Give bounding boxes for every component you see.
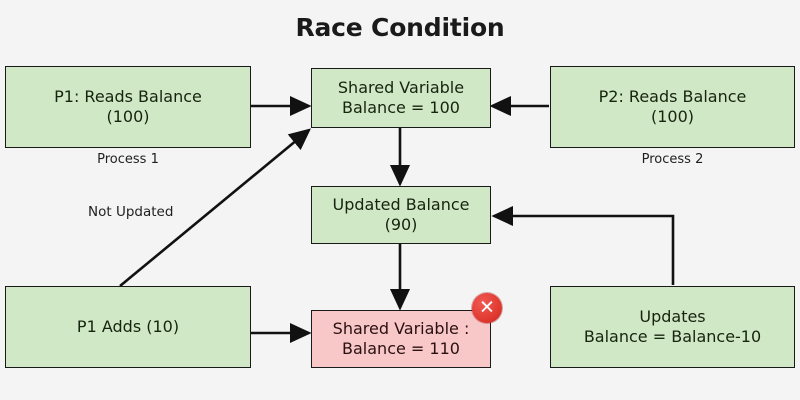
caption-process-2-label: Process 2 xyxy=(641,152,704,167)
node-p1-adds[interactable]: P1 Adds (10) xyxy=(5,286,251,368)
node-shared-variable-top-label: Shared Variable Balance = 100 xyxy=(337,78,465,117)
node-p2-reads-balance-label: P2: Reads Balance (100) xyxy=(598,87,747,126)
node-shared-variable-bottom-label: Shared Variable : Balance = 110 xyxy=(332,319,470,358)
node-updated-balance-label: Updated Balance (90) xyxy=(332,195,470,234)
node-shared-variable-top[interactable]: Shared Variable Balance = 100 xyxy=(311,68,491,128)
node-updates-label: Updates Balance = Balance-10 xyxy=(583,307,762,346)
edge-label-not-updated-text: Not Updated xyxy=(88,204,174,220)
node-updated-balance[interactable]: Updated Balance (90) xyxy=(311,186,491,244)
node-updates[interactable]: Updates Balance = Balance-10 xyxy=(550,286,795,368)
edge-updates-to-updated xyxy=(491,205,675,285)
caption-process-1-label: Process 1 xyxy=(97,152,159,167)
caption-process-2: Process 2 xyxy=(550,152,795,167)
error-icon-glyph: ✕ xyxy=(479,296,495,319)
node-p1-reads-balance[interactable]: P1: Reads Balance (100) xyxy=(5,66,251,148)
edge-label-not-updated: Not Updated xyxy=(88,204,173,220)
node-p1-reads-balance-label: P1: Reads Balance (100) xyxy=(54,87,202,126)
node-shared-variable-bottom[interactable]: Shared Variable : Balance = 110 xyxy=(311,310,491,368)
caption-process-1: Process 1 xyxy=(5,152,251,167)
node-p1-adds-label: P1 Adds (10) xyxy=(76,317,180,337)
page-title: Race Condition xyxy=(295,13,505,42)
node-p2-reads-balance[interactable]: P2: Reads Balance (100) xyxy=(550,66,795,148)
error-icon: ✕ xyxy=(472,293,502,323)
